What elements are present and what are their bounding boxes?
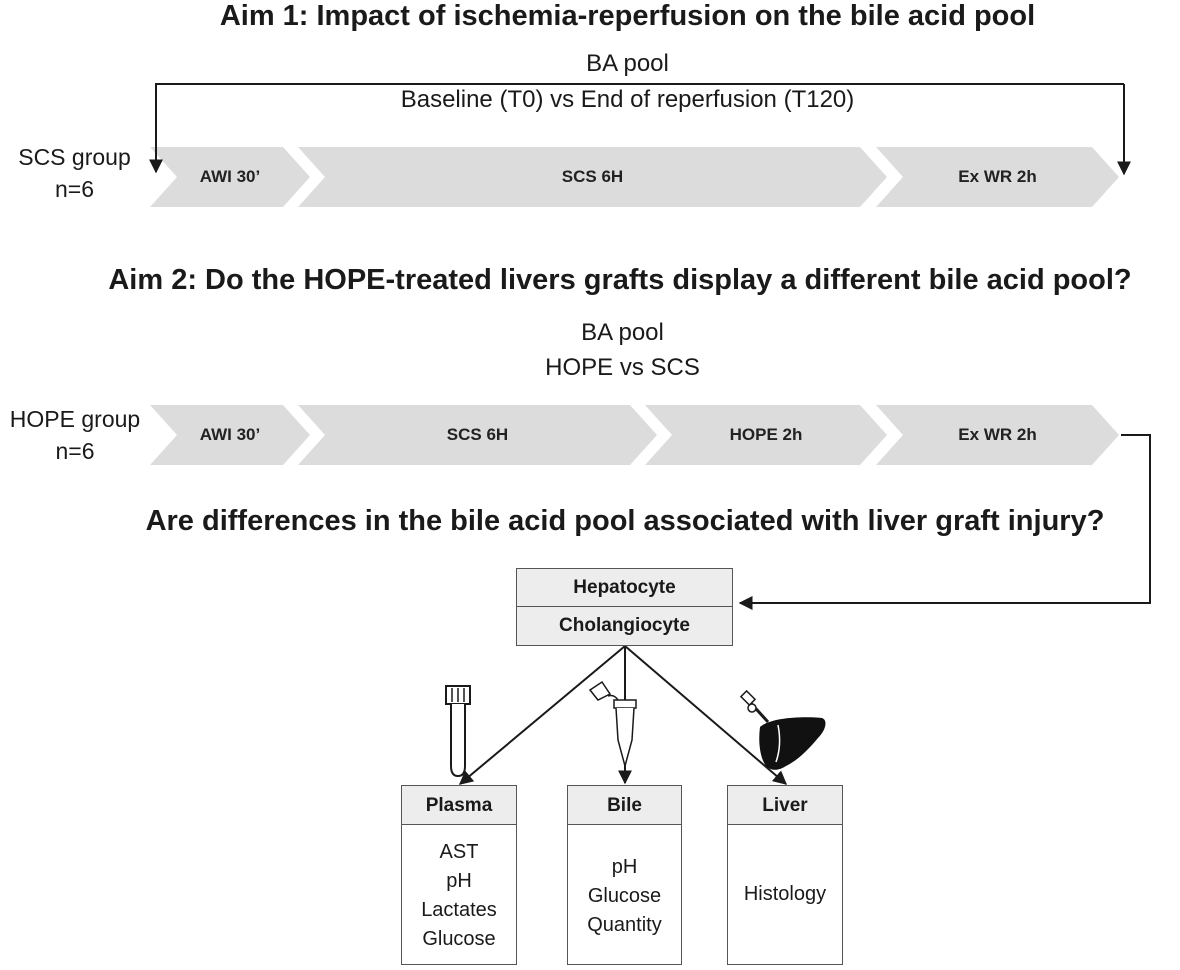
aim2-step-exwr: Ex WR 2h: [958, 425, 1037, 444]
bile-measure: Glucose: [587, 885, 662, 907]
aim2-to-cells-arrow: [738, 434, 1151, 610]
aim2-step-chevron: [150, 405, 310, 465]
liver-biopsy-icon: [739, 689, 826, 770]
plasma-measure: Glucose: [422, 928, 496, 950]
aim2-comparison-label: BA pool: [581, 319, 664, 346]
bile-title: Bile: [568, 786, 681, 825]
plasma-measures: AST pH Lactates Glucose: [402, 825, 516, 954]
aim2-step-chevron: [876, 405, 1119, 465]
aim2-group-label: HOPE group n=6: [0, 403, 150, 467]
liver-measures: Histology: [728, 825, 842, 909]
bile-measure: Quantity: [587, 914, 662, 936]
plasma-measure: AST: [439, 841, 479, 863]
aim1-step-awi: AWI 30’: [199, 167, 261, 186]
aim1-timeline: [150, 147, 1119, 207]
aim2-step-awi: AWI 30’: [199, 425, 261, 444]
blood-tube-icon: [445, 685, 471, 778]
plasma-box: Plasma AST pH Lactates Glucose: [401, 785, 517, 965]
aim1-group-n: n=6: [54, 176, 94, 202]
cholangiocyte-label: Cholangiocyte: [517, 607, 732, 645]
hepatocyte-label: Hepatocyte: [517, 569, 732, 607]
liver-box: Liver Histology: [727, 785, 843, 965]
bile-box: Bile pH Glucose Quantity: [567, 785, 682, 965]
aim2-step-scs: SCS 6H: [446, 425, 509, 444]
aim2-group-n: n=6: [55, 438, 95, 464]
bile-measure: pH: [611, 856, 638, 878]
bile-measures: pH Glucose Quantity: [568, 825, 681, 940]
liver-measure: Histology: [743, 883, 827, 905]
aim2-group-name: HOPE group: [9, 406, 141, 432]
aim2-timeline: [150, 405, 1119, 465]
aim1-step-exwr: Ex WR 2h: [958, 167, 1037, 186]
aim2-step-chevron: [645, 405, 887, 465]
arrow-to-plasma: [458, 645, 626, 785]
question-title: Are differences in the bile acid pool as…: [145, 505, 1105, 537]
aim2-step-hope: HOPE 2h: [729, 425, 803, 444]
aim1-comparison-detail: Baseline (T0) vs End of reperfusion (T12…: [400, 86, 855, 113]
aim1-step-chevron: [150, 147, 310, 207]
aim1-comparison-bracket: [149, 83, 1124, 174]
aim1-group-label: SCS group n=6: [2, 141, 147, 205]
aim1-title: Aim 1: Impact of ischemia-reperfusion on…: [219, 0, 1036, 32]
aim1-group-name: SCS group: [18, 144, 131, 170]
plasma-measure: pH: [446, 870, 472, 892]
arrow-to-liver: [624, 645, 788, 785]
cell-type-box: Hepatocyte Cholangiocyte: [516, 568, 733, 646]
plasma-measure: Lactates: [421, 899, 497, 921]
aim1-step-scs: SCS 6H: [561, 167, 624, 186]
aim1-comparison-label: BA pool: [586, 50, 669, 77]
eppendorf-tube-icon: [588, 680, 637, 769]
aim1-step-chevron: [876, 147, 1119, 207]
aim1-step-chevron: [298, 147, 887, 207]
liver-title: Liver: [728, 786, 842, 825]
aim2-title: Aim 2: Do the HOPE-treated livers grafts…: [108, 264, 1132, 296]
aim2-step-chevron: [298, 405, 657, 465]
aim2-comparison-detail: HOPE vs SCS: [545, 354, 700, 381]
plasma-title: Plasma: [402, 786, 516, 825]
